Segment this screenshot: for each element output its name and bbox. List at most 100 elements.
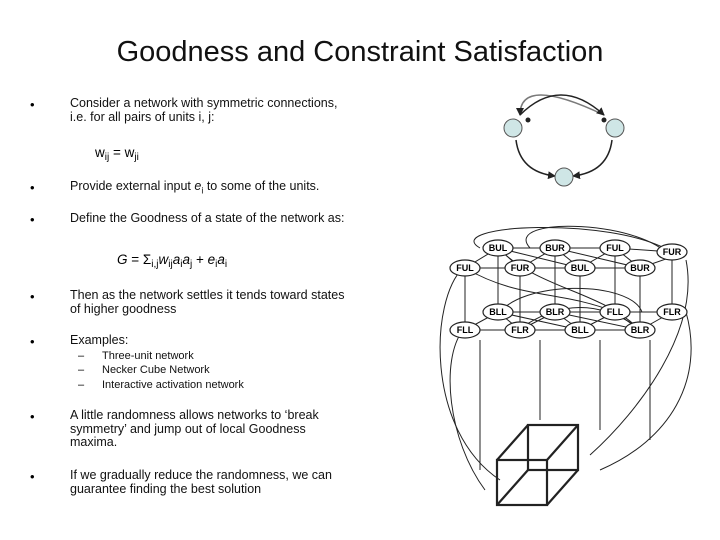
network-node-label: BUR xyxy=(545,243,565,253)
formula-e: e xyxy=(207,252,216,267)
bullet-line: Then as the network settles it tends tow… xyxy=(70,288,345,302)
formula-sub: i xyxy=(215,259,218,270)
edge-left xyxy=(515,139,556,180)
example-item: Three-unit network xyxy=(102,350,194,362)
network-node-label: FUR xyxy=(511,263,530,273)
network-edge xyxy=(473,226,673,253)
formula-w: w xyxy=(95,145,105,160)
network-node-label: BUL xyxy=(571,263,590,273)
connection-dot xyxy=(525,117,531,123)
network-node-bul: BUL xyxy=(482,239,514,257)
formula-sub: ji xyxy=(134,152,139,163)
formula-sub: i xyxy=(180,259,183,270)
bullet-line: i.e. for all pairs of units i, j: xyxy=(70,109,215,124)
bullet-goodness-text: Define the Goodness of a state of the ne… xyxy=(70,211,345,226)
necker-cube xyxy=(495,423,580,507)
bullet-marker: • xyxy=(30,212,35,227)
formula-sub: ij xyxy=(104,152,110,163)
cube-front-face xyxy=(495,458,549,507)
network-edge xyxy=(497,287,643,316)
network-node-fur: FUR xyxy=(504,259,536,277)
network-edge xyxy=(464,248,673,330)
edge-top-back xyxy=(516,94,605,116)
network-edge xyxy=(525,225,673,261)
bullet-marker: • xyxy=(30,469,35,484)
network-edge xyxy=(589,259,689,456)
network-node-blr: BLR xyxy=(624,321,656,339)
bullet-annealing-text: If we gradually reduce the randomness, w… xyxy=(70,468,332,496)
bullet-line: of higher goodness xyxy=(70,301,177,316)
network-edge xyxy=(439,267,501,481)
network-node-label: FLL xyxy=(457,325,474,335)
network-node-bur: BUR xyxy=(624,259,656,277)
bullet-settles-text: Then as the network settles it tends tow… xyxy=(70,288,345,316)
unit-node xyxy=(605,118,625,138)
bullet-input-text: Provide external input ei to some of the… xyxy=(70,179,320,198)
dash-marker: – xyxy=(78,379,85,391)
bullet-symmetric-text: Consider a network with symmetric connec… xyxy=(70,96,338,124)
bullet-line: If we gradually reduce the randomness, w… xyxy=(70,468,332,482)
formula-w: w xyxy=(124,145,135,160)
bullet-line: guarantee finding the best solution xyxy=(70,481,262,496)
network-node-label: FUL xyxy=(456,263,474,273)
network-node-label: FLR xyxy=(663,307,681,317)
network-node-flr: FLR xyxy=(504,321,536,339)
bullet-line: Provide external input xyxy=(70,179,191,193)
three-unit-network xyxy=(503,94,625,187)
network-node-fll: FLL xyxy=(449,321,481,339)
bullet-line: Consider a network with symmetric connec… xyxy=(70,96,338,110)
network-node-label: BUL xyxy=(489,243,508,253)
bullet-marker: • xyxy=(30,289,35,304)
formula-G: G xyxy=(117,252,128,267)
example-item: Necker Cube Network xyxy=(102,364,210,376)
network-node-flr: FLR xyxy=(656,303,688,321)
formula-goodness: G = Σi,jwijaiaj + eiai xyxy=(117,252,227,270)
bullet-line: symmetry’ and jump out of local Goodness xyxy=(70,421,306,436)
dash-marker: – xyxy=(78,350,85,362)
network-node-fur: FUR xyxy=(656,243,688,261)
formula-eq: = xyxy=(127,252,143,267)
bullet-line: to some of the units. xyxy=(206,179,320,193)
bullet-marker: • xyxy=(30,334,35,349)
bullet-line: Examples: xyxy=(70,333,129,347)
cube-edges xyxy=(496,424,579,506)
network-node-label: FUR xyxy=(663,247,682,257)
formula-w: w xyxy=(158,252,169,267)
formula-e: e xyxy=(194,179,202,193)
formula-sub: ij xyxy=(168,259,173,270)
network-node-bur: BUR xyxy=(539,239,571,257)
network-node-ful: FUL xyxy=(599,239,631,257)
network-node-ful: FUL xyxy=(449,259,481,277)
network-node-bll: BLL xyxy=(564,321,596,339)
bullet-marker: • xyxy=(30,180,35,195)
network-node-label: FLL xyxy=(607,307,624,317)
network-edge xyxy=(599,311,692,471)
network-node-fll: FLL xyxy=(599,303,631,321)
network-node-label: FUL xyxy=(606,243,624,253)
network-node-label: BLL xyxy=(571,325,589,335)
network-node-bll: BLL xyxy=(482,303,514,321)
formula-a: a xyxy=(217,252,225,267)
cube-back-face xyxy=(526,423,580,472)
connection-dot xyxy=(601,117,607,123)
example-item: Interactive activation network xyxy=(102,379,244,391)
formula-sub: i xyxy=(201,185,204,196)
network-node-label: BLL xyxy=(489,307,507,317)
network-node-label: BLR xyxy=(631,325,650,335)
network-node-label: BLR xyxy=(546,307,565,317)
slide-title: Goodness and Constraint Satisfaction xyxy=(116,36,604,68)
unit-node xyxy=(554,167,574,187)
unit-node xyxy=(503,118,523,138)
network-edge xyxy=(479,340,651,470)
bullet-randomness-text: A little randomness allows networks to ‘… xyxy=(70,408,319,450)
formula-sub: i,j xyxy=(151,259,159,270)
formula-symmetric: wij = wji xyxy=(95,145,139,163)
edge-top xyxy=(519,94,605,116)
formula-plus: + xyxy=(192,252,208,267)
network-node-bul: BUL xyxy=(564,259,596,277)
bullet-line: Define the Goodness of a state of the ne… xyxy=(70,211,345,225)
network-node-label: FLR xyxy=(511,325,529,335)
bullet-line: maxima. xyxy=(70,435,118,449)
formula-eq: = xyxy=(109,145,125,160)
